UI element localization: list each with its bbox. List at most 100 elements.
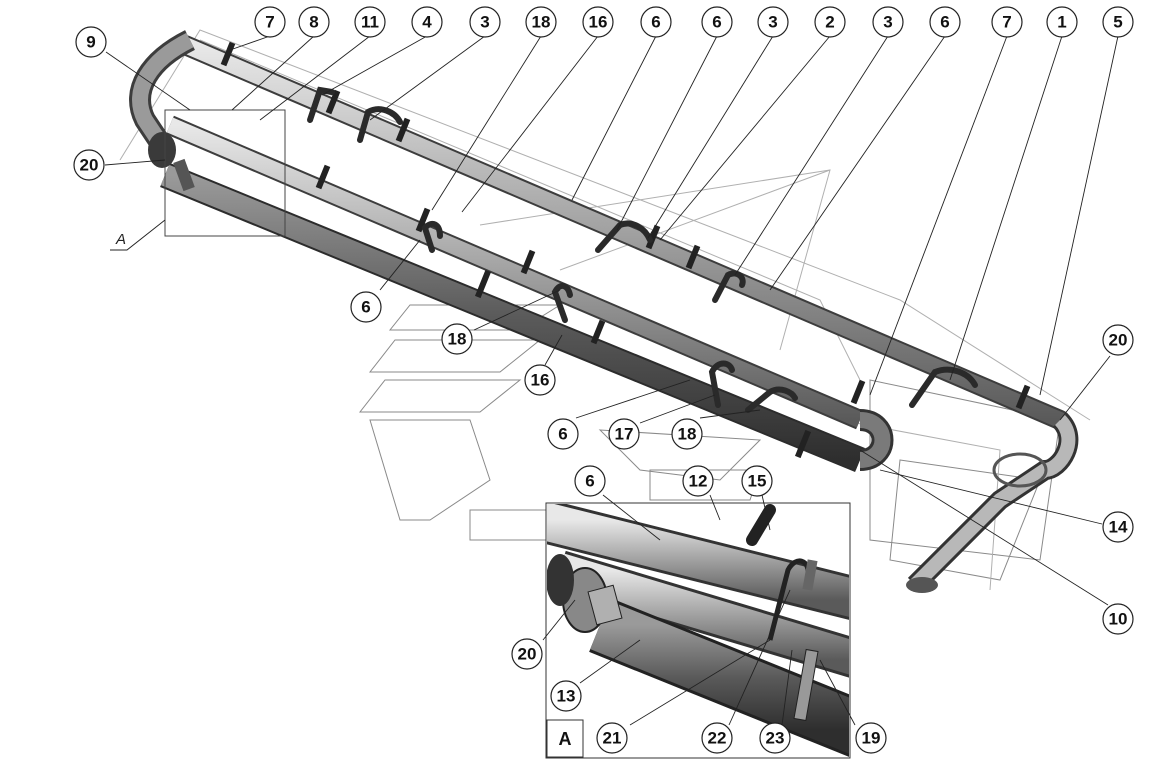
callout-circle	[872, 6, 904, 38]
callout-number: 6	[940, 13, 949, 32]
callout-1: 1	[1046, 6, 1078, 38]
callout-number: 20	[80, 156, 99, 175]
callout-circle	[411, 6, 443, 38]
callout-circle	[254, 6, 286, 38]
callout-number: 21	[603, 729, 622, 748]
callout-number: 1	[1057, 13, 1066, 32]
callout-circle	[701, 722, 733, 754]
callout-number: 7	[265, 13, 274, 32]
callout-circle	[298, 6, 330, 38]
callout-number: 3	[480, 13, 489, 32]
callout-11: 11	[354, 6, 386, 38]
callout-number: 18	[678, 425, 697, 444]
callout-number: 10	[1109, 610, 1128, 629]
callout-14: 14	[1102, 511, 1134, 543]
callout-8: 8	[298, 6, 330, 38]
callout-circle	[1102, 6, 1134, 38]
callout-circle	[354, 6, 386, 38]
callout-circle	[671, 418, 703, 450]
callout-circle	[991, 6, 1023, 38]
callout-6c: 6	[929, 6, 961, 38]
callout-7a: 7	[254, 6, 286, 38]
callout-6e: 6	[547, 418, 579, 450]
callout-circle	[582, 6, 614, 38]
detail-a-inset: A	[545, 502, 851, 759]
callout-circle	[469, 6, 501, 38]
callout-number: 16	[589, 13, 608, 32]
callout-number: 15	[748, 472, 767, 491]
callout-number: 20	[1109, 331, 1128, 350]
frame-outline	[119, 29, 1091, 591]
callout-circle	[75, 26, 107, 58]
callout-number: 6	[651, 13, 660, 32]
callout-number: 19	[862, 729, 881, 748]
callout-circle	[350, 291, 382, 323]
callout-16a: 16	[582, 6, 614, 38]
callout-18c: 18	[671, 418, 703, 450]
callout-circle	[1102, 603, 1134, 635]
callout-number: 11	[361, 13, 379, 32]
callout-circle	[929, 6, 961, 38]
callout-number: 13	[557, 687, 576, 706]
callout-number: 6	[712, 13, 721, 32]
callout-number: 9	[86, 33, 95, 52]
callout-circle	[814, 6, 846, 38]
callout-18a: 18	[525, 6, 557, 38]
callout-circle	[547, 418, 579, 450]
callout-number: 6	[558, 425, 567, 444]
callout-23: 23	[759, 722, 791, 754]
callout-circle	[640, 6, 672, 38]
callout-22: 22	[701, 722, 733, 754]
callout-4: 4	[411, 6, 443, 38]
callout-19: 19	[855, 722, 887, 754]
callout-circle	[1046, 6, 1078, 38]
callout-number: 17	[615, 425, 634, 444]
callout-number: 6	[361, 298, 370, 317]
leader-lines	[104, 35, 1119, 726]
callout-20a: 20	[73, 149, 105, 181]
callout-12: 12	[682, 465, 714, 497]
callout-number: 14	[1109, 518, 1128, 537]
callout-number: 3	[883, 13, 892, 32]
callout-number: 4	[422, 13, 432, 32]
callout-6b: 6	[701, 6, 733, 38]
callout-6d: 6	[350, 291, 382, 323]
callout-number: 7	[1002, 13, 1011, 32]
callout-10: 10	[1102, 603, 1134, 635]
callout-20c: 20	[511, 638, 543, 670]
callout-2: 2	[814, 6, 846, 38]
callout-3c: 3	[872, 6, 904, 38]
callout-16b: 16	[524, 364, 556, 396]
callout-circle	[741, 465, 773, 497]
callout-number: 18	[448, 330, 467, 349]
callout-circle	[855, 722, 887, 754]
callout-21: 21	[596, 722, 628, 754]
callout-number: 18	[532, 13, 551, 32]
callout-6f: 6	[574, 465, 606, 497]
callout-20b: 20	[1102, 324, 1134, 356]
callout-9: 9	[75, 26, 107, 58]
callout-15: 15	[741, 465, 773, 497]
callout-number: 8	[309, 13, 318, 32]
callout-number: 5	[1113, 13, 1122, 32]
callout-number: 22	[708, 729, 727, 748]
callout-circle	[682, 465, 714, 497]
callout-circle	[757, 6, 789, 38]
callout-17: 17	[608, 418, 640, 450]
callout-number: 23	[766, 729, 785, 748]
callout-3a: 3	[469, 6, 501, 38]
callout-number: 20	[518, 645, 537, 664]
callout-circle	[759, 722, 791, 754]
callout-number: 6	[585, 472, 594, 491]
callout-circle	[1102, 324, 1134, 356]
callout-circle	[525, 6, 557, 38]
callout-circle	[1102, 511, 1134, 543]
callout-5: 5	[1102, 6, 1134, 38]
callout-number: 16	[531, 371, 550, 390]
callout-circle	[574, 465, 606, 497]
callout-number: 2	[825, 13, 834, 32]
detail-a-label: A	[559, 729, 572, 749]
view-a-frame: A	[110, 109, 286, 251]
view-a-marker: A	[115, 231, 126, 248]
